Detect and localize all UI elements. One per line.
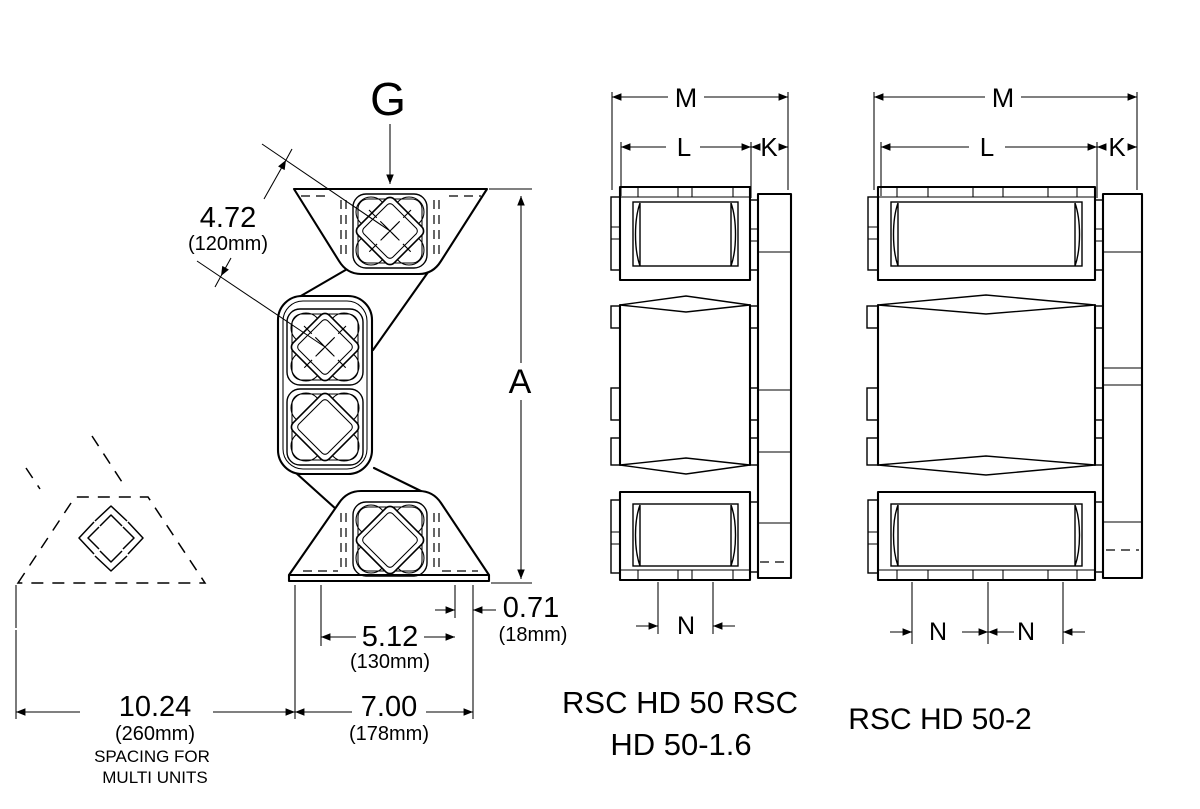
dim-5-12-in: 5.12: [362, 621, 418, 653]
single-side-plate: [756, 192, 793, 580]
front-bottom-bracket: [287, 489, 491, 583]
double-top-bracket: [867, 185, 1104, 282]
top-bracket-housing: [352, 193, 428, 269]
dim-unit-spacing: [15, 630, 295, 719]
single-centre-element: [610, 295, 759, 475]
single-label-n: N: [677, 612, 695, 640]
dim-10-24-mm: (260mm): [115, 723, 195, 745]
dim-diagonal: [196, 143, 391, 348]
single-label-l: L: [677, 132, 691, 162]
single-label-k: K: [760, 132, 778, 162]
note-spacing-line2: MULTI UNITS: [102, 768, 207, 787]
double-dim-m: [873, 92, 1138, 190]
single-dim-l: [620, 142, 752, 198]
phantom-core-chevrons: [78, 505, 144, 572]
double-label-n-right: N: [1017, 618, 1035, 646]
dim-outer-width: [294, 585, 474, 719]
label-a: A: [509, 363, 532, 401]
single-dim-n: [636, 582, 735, 634]
dim-a: [489, 188, 532, 584]
front-view: G A 4.72 (120mm) 0.71 (18mm) 5.12 (130mm…: [15, 73, 568, 787]
dim-4-72-mm: (120mm): [188, 233, 268, 255]
single-label-m: M: [675, 83, 698, 113]
double-label-k: K: [1108, 132, 1126, 162]
dim-0-71-mm: (18mm): [499, 624, 568, 646]
label-g: G: [370, 73, 406, 125]
single-top-bracket: [610, 185, 759, 282]
phantom-adjacent-unit: [15, 435, 207, 628]
single-dim-m: [611, 92, 789, 190]
dim-10-24-in: 10.24: [119, 691, 192, 723]
dim-edge-offset: [435, 585, 496, 618]
double-label-l: L: [980, 132, 994, 162]
side-view-single: M L K N RSC HD 50 RSC HD 50-1.6: [562, 83, 798, 762]
bottom-base-plate: [287, 573, 491, 583]
double-label-n-left: N: [929, 618, 947, 646]
front-centre-element: [276, 294, 374, 476]
double-side-plate: [1101, 192, 1144, 580]
dim-7-00-in: 7.00: [361, 691, 417, 723]
side-view-double: M L K N N RSC HD 50-2: [848, 83, 1144, 736]
dim-4-72-in: 4.72: [200, 202, 256, 234]
double-centre-element: [866, 294, 1104, 476]
double-caption: RSC HD 50-2: [848, 703, 1031, 736]
single-caption-line2: HD 50-1.6: [610, 727, 751, 762]
dim-0-71-in: 0.71: [503, 592, 559, 624]
dim-5-12-mm: (130mm): [350, 651, 430, 673]
single-caption-line1: RSC HD 50 RSC: [562, 685, 798, 720]
double-label-m: M: [992, 83, 1015, 113]
double-dim-l: [880, 142, 1098, 198]
front-top-bracket: [292, 187, 489, 276]
note-spacing-line1: SPACING FOR: [94, 747, 210, 766]
double-bottom-bracket: [867, 490, 1104, 582]
single-bottom-bracket: [610, 490, 759, 582]
dim-inner-width: [320, 585, 455, 646]
dim-7-00-mm: (178mm): [349, 723, 429, 745]
double-dim-n: [890, 582, 1085, 644]
